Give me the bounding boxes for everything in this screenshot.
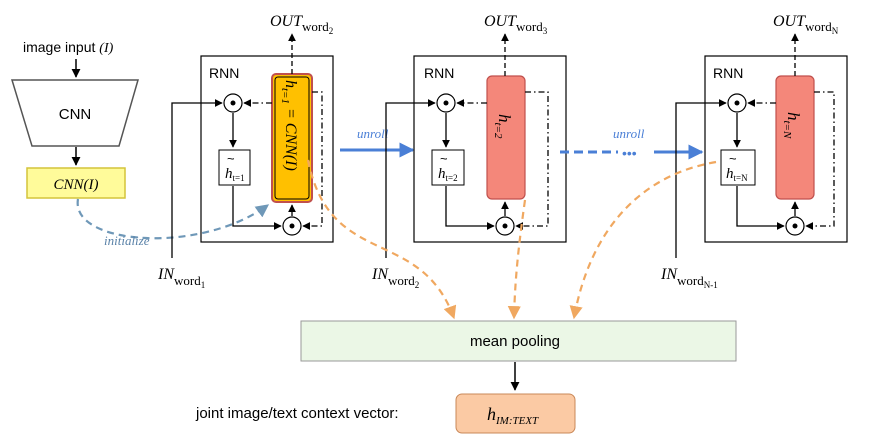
mean-pooling-label: mean pooling [470, 333, 560, 350]
context-vector-label: joint image/text context vector: [195, 405, 399, 422]
output-label: OUTwordN [773, 13, 839, 36]
cnn-output-label: CNN(I) [54, 177, 99, 193]
rnn-box [704, 55, 848, 243]
image-input-label: image input (I) [23, 39, 114, 56]
rnn-cell-1: RNN ht=1 = CNN(I) ~ ht=1 OUTword2 INword… [157, 13, 334, 290]
candidate-state-label: ht=N [726, 166, 748, 183]
svg-text:~: ~ [729, 151, 737, 166]
rnn-label: RNN [209, 65, 239, 81]
pool-arrow-2 [507, 199, 527, 320]
cnn-label: CNN [59, 106, 92, 123]
pool-arrow-1 [306, 159, 457, 320]
unroll-label-1: unroll [357, 126, 389, 141]
rnn-label: RNN [424, 65, 454, 81]
input-label: INword1 [157, 266, 205, 290]
cnn-block [10, 79, 139, 147]
candidate-state-box [218, 149, 251, 186]
hidden-state-label: ht=N [781, 112, 803, 139]
rnn-label: RNN [713, 65, 743, 81]
output-label: OUTword3 [484, 13, 548, 36]
rnn-cell-n: RNN ht=N ~ ht=N OUTwordN INwordN-1 [660, 13, 848, 290]
svg-text:~: ~ [440, 151, 448, 166]
context-vector-box [455, 393, 576, 434]
unroll-ellipsis: ••• [622, 145, 637, 161]
initialize-arrow [76, 198, 270, 240]
candidate-state-label: ht=1 [225, 166, 245, 183]
candidate-state-label: ht=2 [438, 166, 458, 183]
hidden-state-label: ht=1 = CNN(I) [279, 80, 299, 171]
input-arrow [675, 99, 727, 258]
cnn-output-box [26, 167, 126, 199]
pool-arrow-n [569, 160, 717, 320]
context-vector-symbol: hIM:TEXT [487, 404, 539, 427]
candidate-state-box [431, 149, 465, 186]
initialize-label: initialize [104, 233, 150, 248]
output-label: OUTword2 [270, 13, 333, 36]
input-label: INwordN-1 [660, 266, 718, 290]
rnn-box [413, 55, 567, 243]
unroll-label-2: unroll [613, 126, 645, 141]
svg-text:~: ~ [227, 151, 235, 166]
rnn-box [200, 55, 334, 243]
input-arrow [385, 99, 436, 258]
candidate-state-box [720, 149, 756, 186]
mean-pooling-box [300, 320, 737, 362]
hidden-state-label: ht=2 [492, 114, 514, 139]
hidden-state-block [486, 75, 526, 200]
input-label: INword2 [371, 266, 419, 290]
input-arrow [171, 99, 223, 258]
rnn-cell-2: RNN ht=2 ~ ht=2 OUTword3 INword2 [371, 13, 567, 290]
